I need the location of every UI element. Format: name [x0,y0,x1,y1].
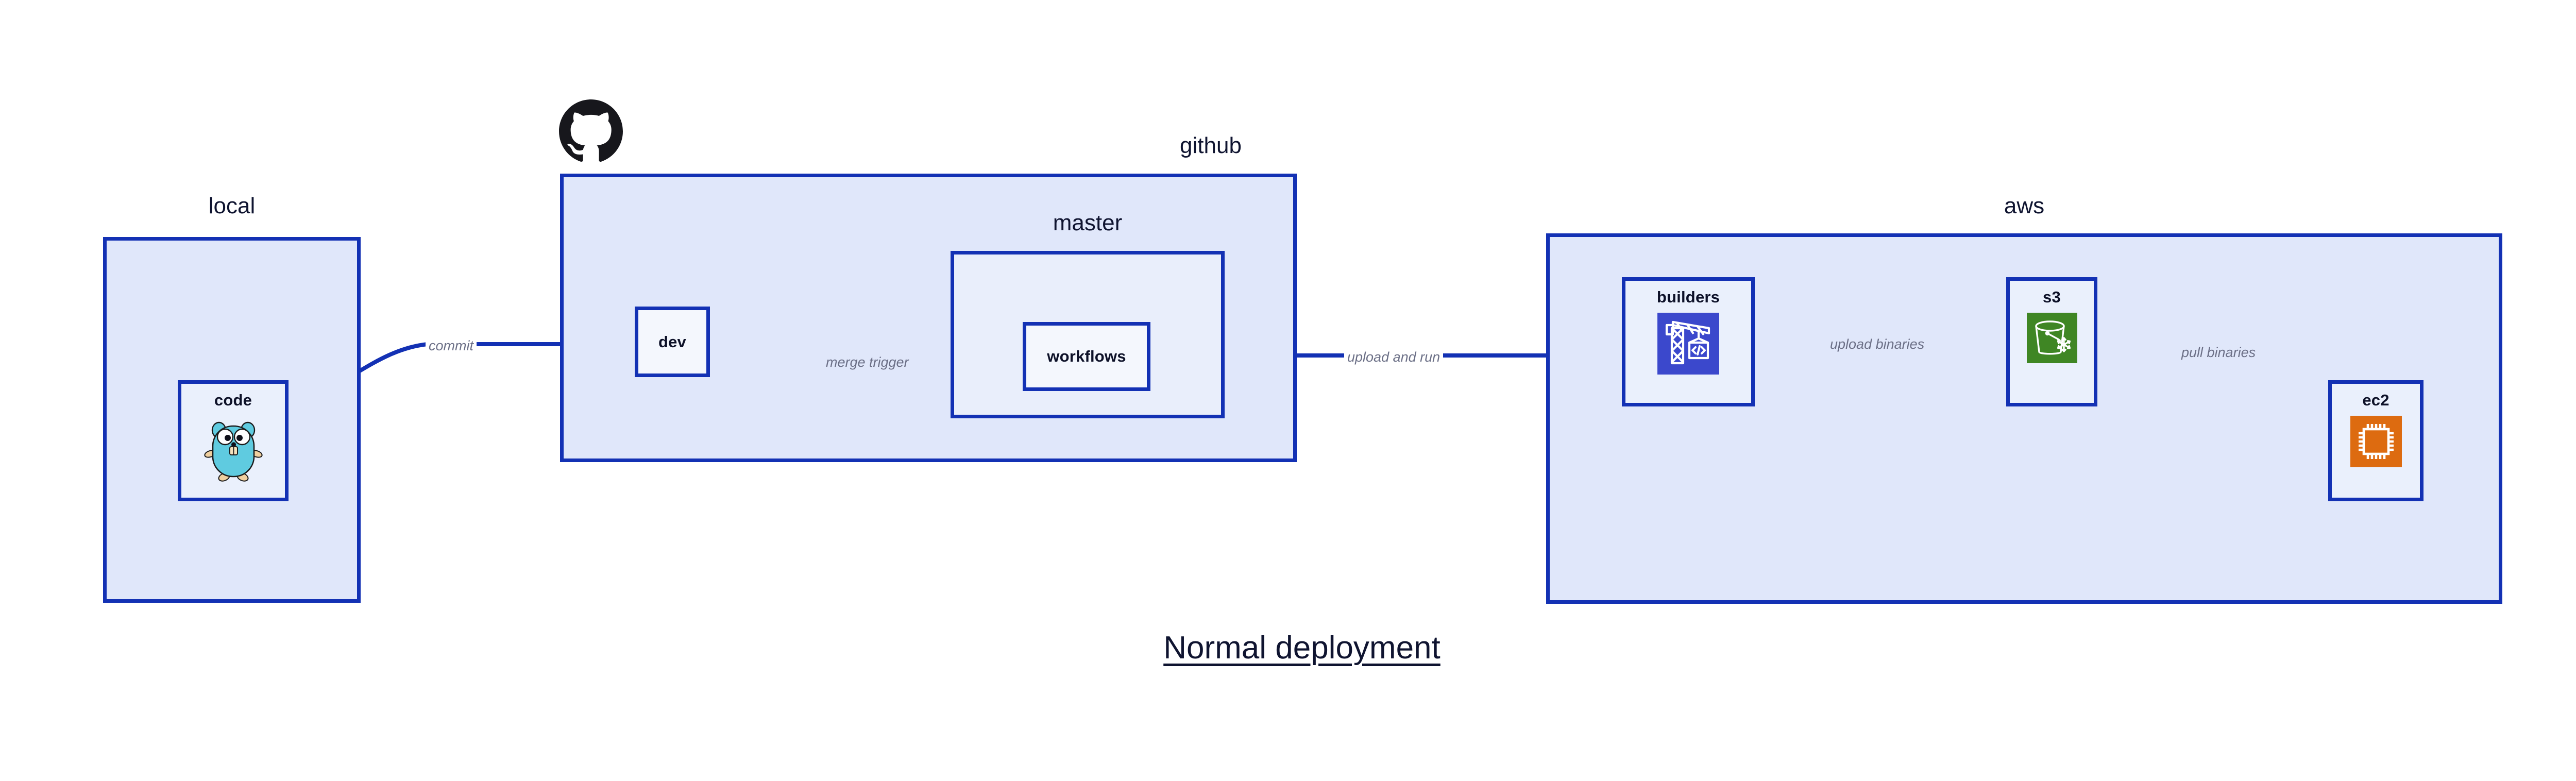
node-label-s3: s3 [2043,288,2061,306]
aws-codebuild-icon [1657,313,1719,377]
node-label-builders: builders [1656,288,1720,306]
node-ec2[interactable]: ec2 [2328,380,2424,501]
node-workflows[interactable]: workflows [1023,322,1150,391]
node-code[interactable]: code [178,380,289,501]
node-label-workflows: workflows [1047,347,1126,365]
edge-label-pull-binaries: pull binaries [2178,344,2259,361]
aws-s3-glacier-icon [2026,313,2077,366]
node-builders[interactable]: builders [1622,277,1755,406]
node-label-dev: dev [658,332,687,351]
edge-label-merge-trigger: merge trigger [823,354,912,371]
node-s3[interactable]: s3 [2006,277,2097,406]
node-label-code: code [214,391,252,409]
group-label-aws: aws [2004,193,2045,218]
edge-label-commit: commit [426,337,477,354]
edge-label-upload-binaries: upload binaries [1827,336,1928,353]
aws-ec2-icon [2350,416,2402,470]
edge-label-upload-and-run: upload and run [1344,349,1444,366]
group-label-master: master [1053,210,1123,235]
group-label-github: github [1180,133,1242,158]
node-label-ec2: ec2 [2362,391,2389,409]
group-label-local: local [208,193,256,218]
node-dev[interactable]: dev [635,307,710,377]
github-octocat-icon [559,99,623,166]
diagram-title: Normal deployment [1163,630,1440,666]
go-gopher-icon [204,416,263,484]
